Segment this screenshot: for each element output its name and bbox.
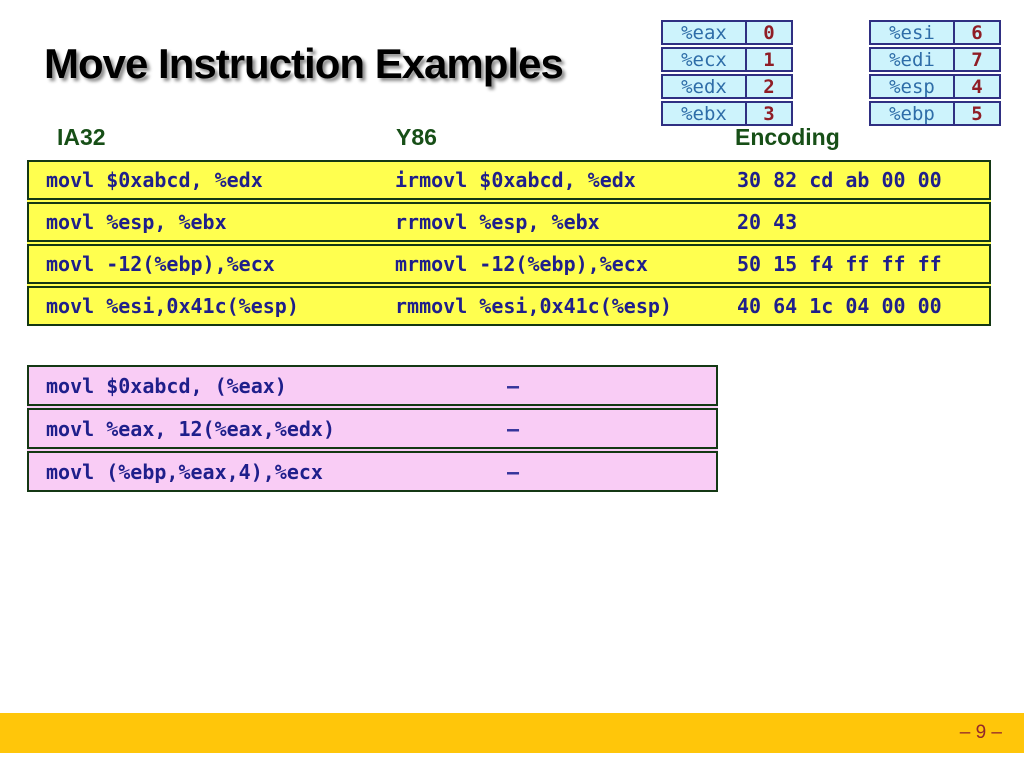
encoding-bytes: 30 82 cd ab 00 00 <box>737 168 942 192</box>
ia32-instruction: movl $0xabcd, (%eax) <box>46 373 287 398</box>
y86-instruction: rmmovl %esi,0x41c(%esp) <box>395 294 672 318</box>
no-y86-equivalent-dash: — <box>507 416 520 441</box>
no-y86-equivalent-dash: — <box>507 373 520 398</box>
register-row: %ebp 5 <box>869 101 1001 126</box>
register-id: 7 <box>971 48 983 71</box>
column-header-encoding: Encoding <box>735 124 840 150</box>
column-header-ia32: IA32 <box>57 124 106 150</box>
register-id: 6 <box>971 21 983 44</box>
encoding-bytes: 40 64 1c 04 00 00 <box>737 294 942 318</box>
instruction-table: movl $0xabcd, %edx irmovl $0xabcd, %edx … <box>27 160 991 326</box>
table-row: movl $0xabcd, (%eax) — <box>27 365 718 406</box>
register-id: 1 <box>763 48 775 71</box>
register-id: 5 <box>971 102 983 125</box>
register-name: %eax <box>663 22 747 44</box>
ia32-instruction: movl (%ebp,%eax,4),%ecx <box>46 459 323 484</box>
table-row: movl %esi,0x41c(%esp) rmmovl %esi,0x41c(… <box>27 286 991 326</box>
register-table-left: %eax 0 %ecx 1 %edx 2 %ebx 3 <box>661 20 793 126</box>
register-row: %ebx 3 <box>661 101 793 126</box>
ia32-instruction: movl %esi,0x41c(%esp) <box>46 294 299 318</box>
footer-bar: – 9 – <box>0 713 1024 753</box>
register-row: %eax 0 <box>661 20 793 45</box>
table-row: movl %eax, 12(%eax,%edx) — <box>27 408 718 449</box>
encoding-bytes: 20 43 <box>737 210 798 234</box>
y86-instruction: irmovl $0xabcd, %edx <box>395 168 636 192</box>
register-id: 3 <box>763 102 775 125</box>
ia32-instruction: movl %eax, 12(%eax,%edx) <box>46 416 335 441</box>
y86-instruction: rrmovl %esp, %ebx <box>395 210 600 234</box>
no-y86-equivalent-dash: — <box>507 459 520 484</box>
register-name: %ebp <box>871 103 955 125</box>
register-row: %edx 2 <box>661 74 793 99</box>
register-row: %esi 6 <box>869 20 1001 45</box>
register-row: %edi 7 <box>869 47 1001 72</box>
table-row: movl %esp, %ebx rrmovl %esp, %ebx 20 43 <box>27 202 991 242</box>
register-name: %esi <box>871 22 955 44</box>
unsupported-instruction-table: movl $0xabcd, (%eax) — movl %eax, 12(%ea… <box>27 365 718 492</box>
page-number: – 9 – <box>959 722 1002 743</box>
register-id: 2 <box>763 75 775 98</box>
register-row: %esp 4 <box>869 74 1001 99</box>
register-name: %esp <box>871 76 955 98</box>
encoding-bytes: 50 15 f4 ff ff ff <box>737 252 942 276</box>
ia32-instruction: movl $0xabcd, %edx <box>46 168 263 192</box>
column-header-y86: Y86 <box>396 124 437 150</box>
register-name: %ecx <box>663 49 747 71</box>
ia32-instruction: movl %esp, %ebx <box>46 210 227 234</box>
register-table-right: %esi 6 %edi 7 %esp 4 %ebp 5 <box>869 20 1001 126</box>
table-row: movl -12(%ebp),%ecx mrmovl -12(%ebp),%ec… <box>27 244 991 284</box>
register-id: 4 <box>971 75 983 98</box>
y86-instruction: mrmovl -12(%ebp),%ecx <box>395 252 648 276</box>
table-row: movl (%ebp,%eax,4),%ecx — <box>27 451 718 492</box>
ia32-instruction: movl -12(%ebp),%ecx <box>46 252 275 276</box>
register-name: %edi <box>871 49 955 71</box>
slide-title: Move Instruction Examples <box>44 40 564 87</box>
register-row: %ecx 1 <box>661 47 793 72</box>
register-name: %edx <box>663 76 747 98</box>
register-name: %ebx <box>663 103 747 125</box>
table-row: movl $0xabcd, %edx irmovl $0xabcd, %edx … <box>27 160 991 200</box>
register-id: 0 <box>763 21 775 44</box>
